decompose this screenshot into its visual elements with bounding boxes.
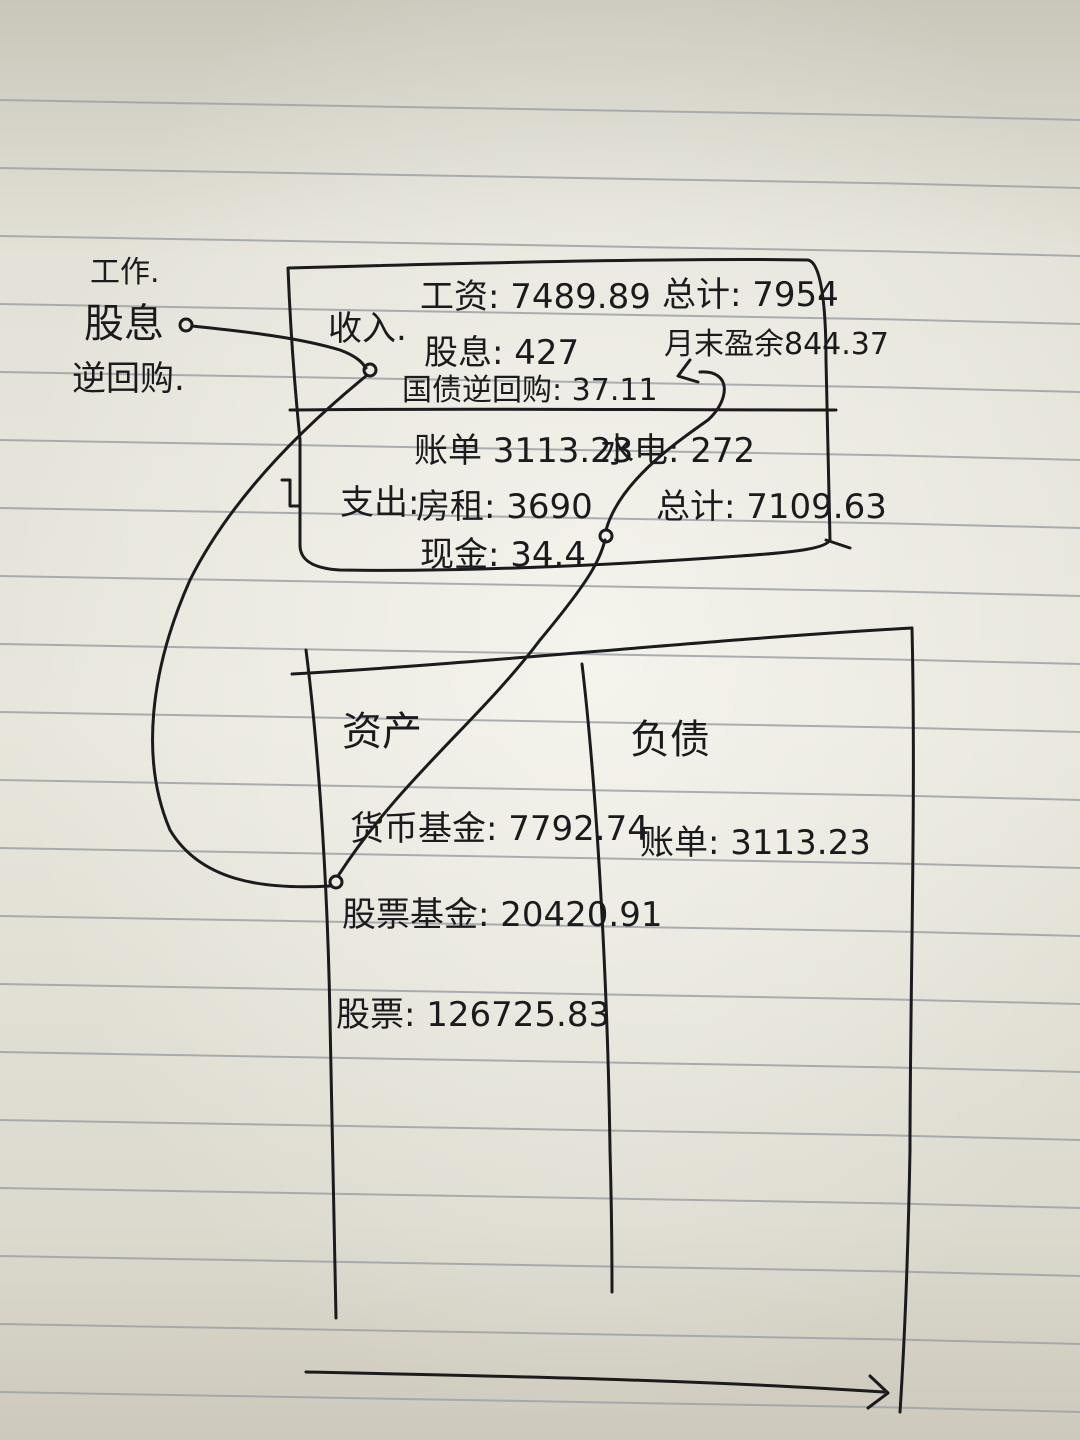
balance-sheet-center-line	[580, 662, 614, 1294]
balance-sheet-right-line	[898, 626, 915, 1414]
balance-arrowhead	[676, 358, 700, 384]
asset-stocks: 股票: 126725.83	[336, 995, 611, 1035]
expense-utilities: 水电: 272	[600, 431, 756, 471]
income-node	[362, 362, 378, 378]
expense-rent: 房租: 3690	[416, 487, 593, 527]
income-dividend: 股息: 427	[424, 333, 580, 373]
income-salary: 工资: 7489.89	[420, 277, 651, 317]
income-repo: 国债逆回购: 37.11	[402, 373, 658, 408]
source-repo-label: 逆回购.	[72, 359, 185, 399]
expense-marker	[280, 478, 302, 508]
dividend-to-income-curve	[190, 324, 368, 370]
box-corner-tick	[824, 538, 852, 550]
income-expense-box	[286, 257, 832, 572]
assets-title: 资产	[342, 709, 422, 755]
expense-label: 支出:	[340, 483, 420, 523]
income-expense-divider	[288, 407, 838, 412]
expense-total: 总计: 7109.63	[656, 487, 887, 527]
asset-node	[328, 874, 344, 890]
income-label: 收入.	[328, 309, 407, 349]
balance-sheet-top-line	[290, 626, 914, 676]
liability-bill: 账单: 3113.23	[640, 823, 871, 863]
assets-to-balance-curve	[336, 538, 607, 878]
income-total: 总计: 7954	[662, 275, 839, 315]
expense-cash: 现金: 34.4	[420, 535, 586, 575]
source-work-label: 工作.	[90, 255, 160, 290]
balance-link-curve	[604, 370, 726, 532]
expense-bill: 账单 3113.23	[414, 431, 634, 471]
balance-sheet-bottom-arrow	[304, 1370, 886, 1394]
asset-stock-fund: 股票基金: 20420.91	[342, 895, 663, 935]
liabilities-title: 负债	[630, 717, 710, 763]
bottom-arrowhead	[866, 1374, 890, 1410]
month-end-balance: 月末盈余844.37	[664, 327, 889, 362]
asset-money-fund: 货币基金: 7792.74	[350, 809, 649, 849]
income-to-assets-curve	[151, 374, 368, 889]
balance-sheet-left-line	[304, 648, 338, 1320]
source-dividend-label: 股息	[84, 301, 164, 347]
dividend-source-node	[178, 317, 194, 333]
